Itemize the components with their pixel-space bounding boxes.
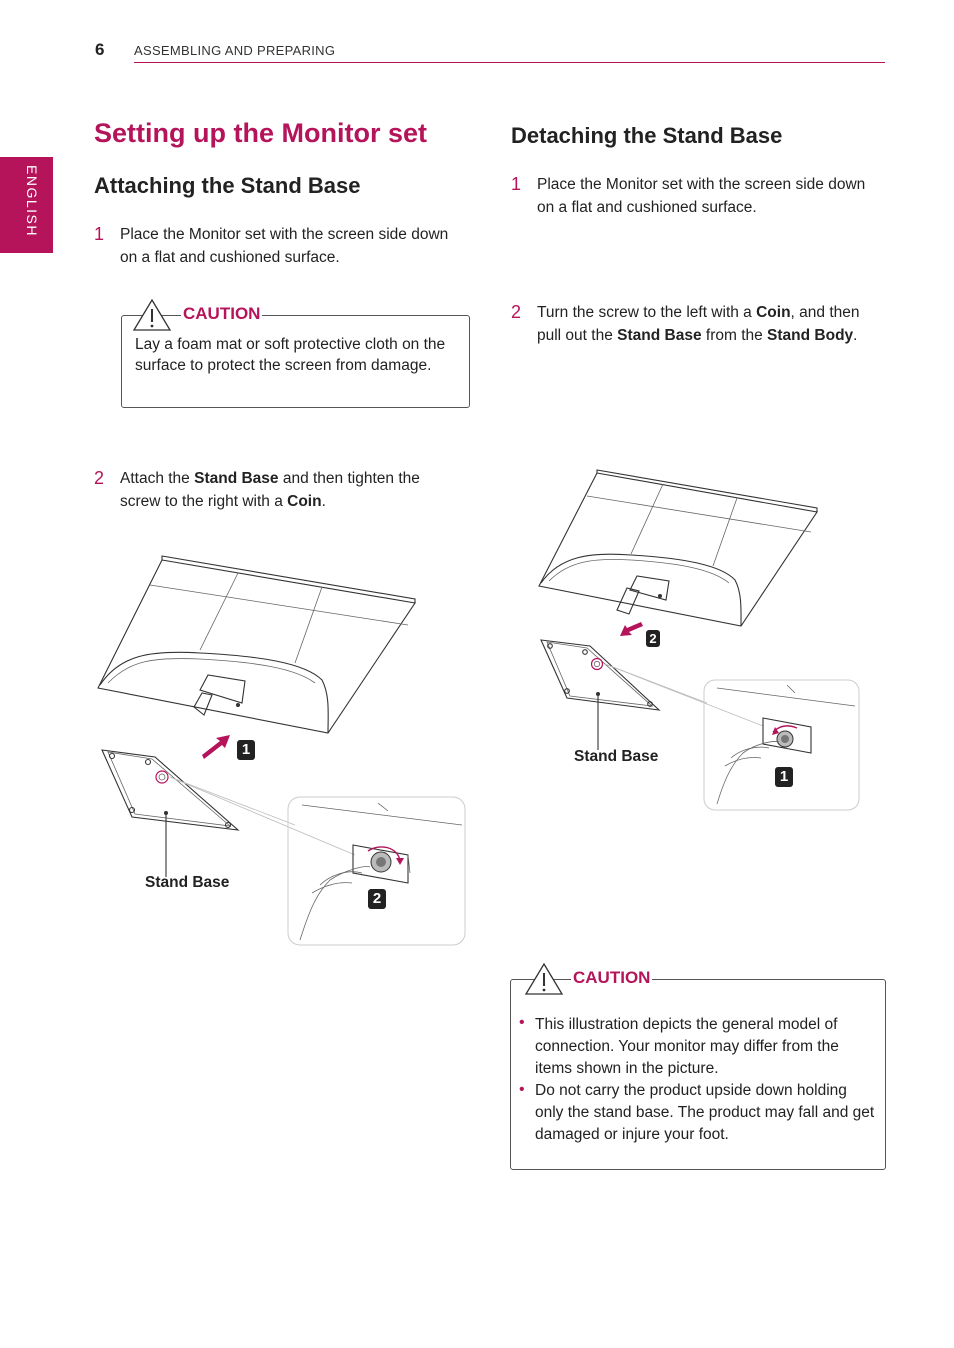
detaching-heading: Detaching the Stand Base: [511, 123, 783, 148]
bullet-dot: •: [519, 1014, 525, 1031]
step-text: Attach the Stand Base and then tighten t…: [120, 470, 420, 510]
step-badge-1: 1: [237, 740, 255, 760]
coin-term: Coin: [756, 304, 791, 321]
caution-label: CAUTION: [571, 968, 653, 988]
stand-body-term: Stand Body: [767, 327, 854, 344]
detaching-step-2: 2 Turn the screw to the left with a Coin…: [511, 301, 886, 351]
page-title: Setting up the Monitor set: [94, 118, 427, 148]
step-text: Turn the screw to the left with a Coin, …: [537, 304, 860, 344]
attach-illustration: [97, 555, 466, 946]
detaching-step-1: 1 Place the Monitor set with the screen …: [511, 173, 881, 223]
language-tab-label: ENGLISH: [24, 165, 40, 237]
caution-bullet-2: Do not carry the product upside down hol…: [535, 1082, 875, 1143]
attaching-heading: Attaching the Stand Base: [94, 173, 361, 198]
attaching-step-2: 2 Attach the Stand Base and then tighten…: [94, 467, 464, 517]
step-badge-2: 2: [646, 630, 660, 647]
step-text: Place the Monitor set with the screen si…: [120, 226, 449, 266]
warning-triangle-icon: [524, 962, 564, 995]
stand-base-term: Stand Base: [617, 327, 702, 344]
step-number: 2: [511, 302, 522, 322]
detach-illustration: [538, 469, 860, 811]
step-number: 1: [511, 174, 522, 194]
language-tab: ENGLISH: [0, 157, 53, 253]
coin-term: Coin: [287, 493, 322, 510]
caution-box-attach: [121, 315, 470, 408]
step-number: 2: [94, 468, 105, 488]
warning-triangle-icon: [132, 298, 172, 331]
step-badge-1: 1: [775, 767, 793, 787]
caution-box-detach: [510, 979, 886, 1170]
caution-text: Lay a foam mat or soft protective cloth …: [135, 336, 446, 374]
section-title: ASSEMBLING AND PREPARING: [134, 43, 336, 58]
bullet-dot: •: [519, 1081, 525, 1098]
page-number: 6: [95, 40, 105, 59]
step-number: 1: [94, 224, 105, 244]
stand-base-label: Stand Base: [574, 748, 659, 765]
caution-bullet-1: This illustration depicts the general mo…: [535, 1016, 839, 1077]
caution-label: CAUTION: [181, 304, 263, 324]
stand-base-term: Stand Base: [194, 470, 279, 487]
header-rule: [134, 62, 885, 63]
step-badge-2: 2: [368, 889, 386, 909]
stand-base-label: Stand Base: [145, 874, 230, 891]
step-text: Place the Monitor set with the screen si…: [537, 176, 866, 216]
attaching-step-1: 1 Place the Monitor set with the screen …: [94, 223, 454, 273]
